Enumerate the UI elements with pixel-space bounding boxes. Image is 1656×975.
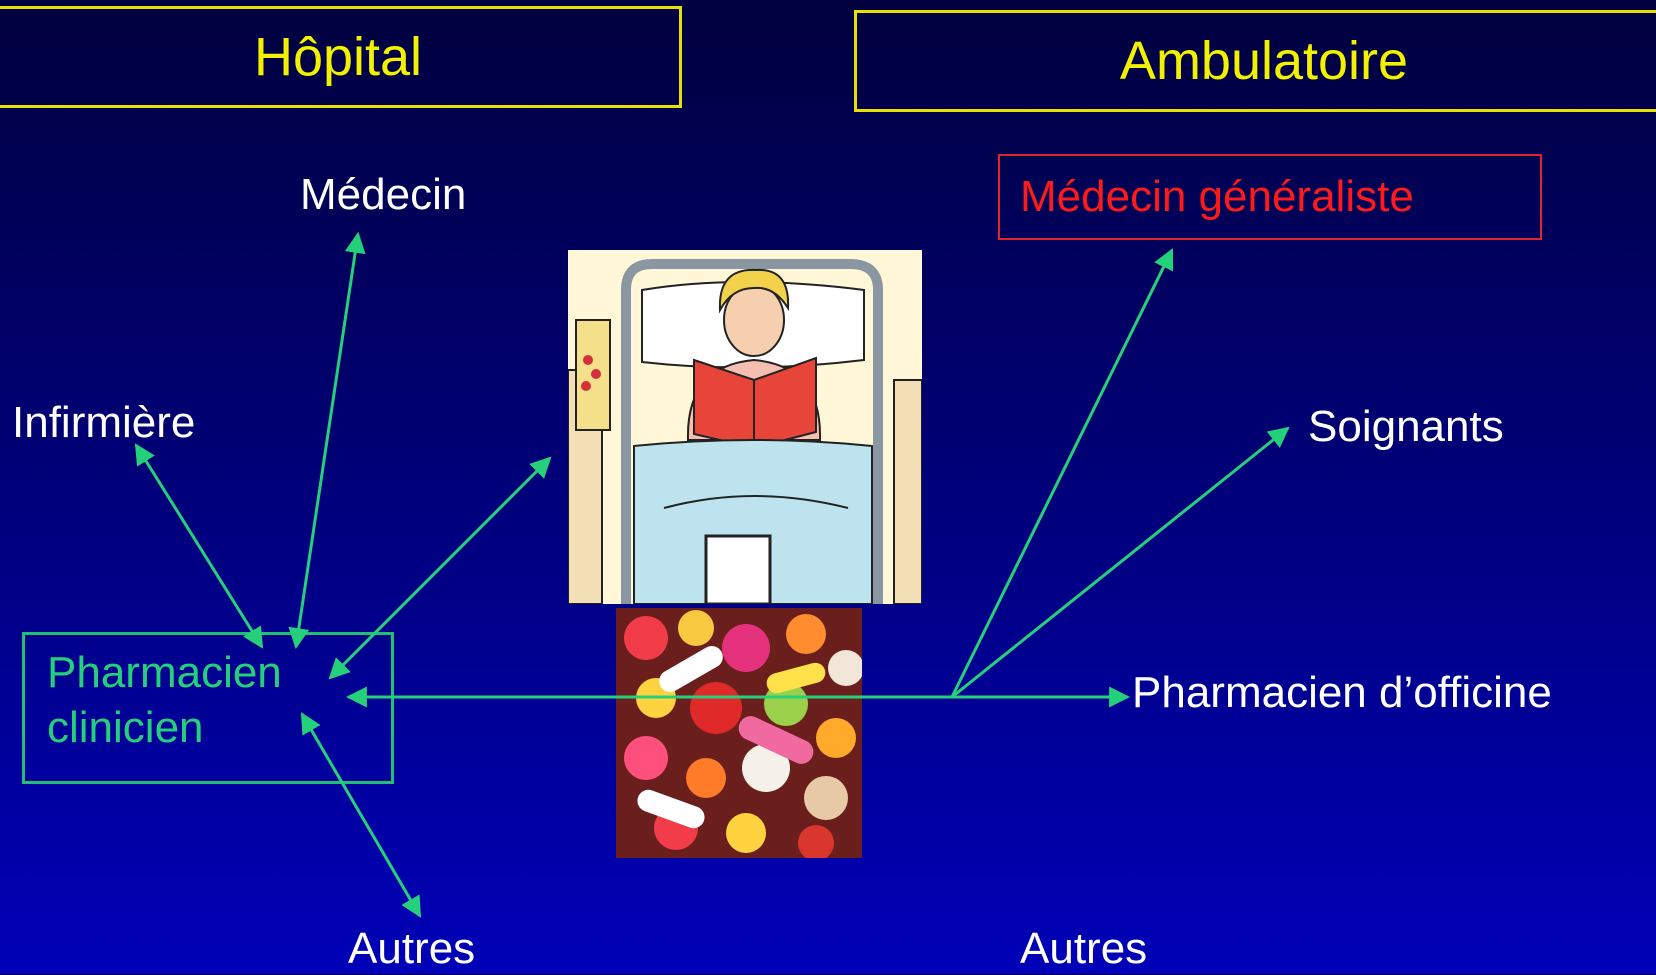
- arrow-hub-gp: [952, 250, 1172, 697]
- arrow-pharmacist-others: [302, 714, 420, 916]
- arrow-hub-caregivers: [952, 428, 1288, 697]
- arrow-pharmacist-patient: [330, 458, 550, 678]
- arrow-pharmacist-doctor: [296, 234, 358, 647]
- arrow-pharmacist-nurse: [136, 445, 262, 647]
